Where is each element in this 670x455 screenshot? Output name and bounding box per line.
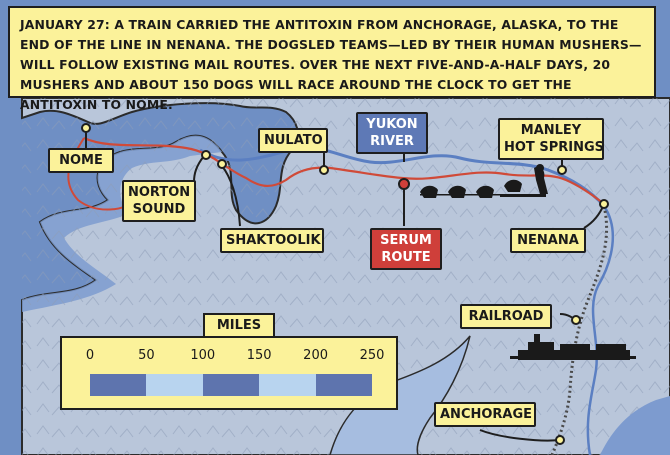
label-serum-route: SERUM ROUTE [370,228,442,270]
tanana-river [586,205,615,455]
label-anchorage: ANCHORAGE [434,402,536,427]
gulf-water [600,396,670,455]
scale-segment [259,374,316,396]
scale-segment [202,374,260,396]
caption-date: January 27: [20,17,110,32]
manley-dot [557,165,567,175]
anchorage-dot [555,435,565,445]
label-nulato: NULATO [258,128,328,153]
scale-bar: 0 50 100 150 200 250 [60,336,398,410]
scale-segment [146,374,203,396]
nome-dot [81,123,91,133]
shaktoolik-dot [217,159,227,169]
label-yukon-river: YUKON RIVER [356,112,428,154]
scale-tick-250: 250 [359,348,385,363]
caption-text: A train carried the antitoxin from Ancho… [20,17,642,112]
scale-tick-100: 100 [190,348,216,363]
nulato-dot [319,165,329,175]
label-railroad: RAILROAD [460,304,552,329]
scale-segment [90,374,147,396]
railroad-line [550,205,609,455]
scale-tick-200: 200 [303,348,328,363]
railroad-dot [571,315,581,325]
label-nenana: NENANA [510,228,586,253]
scale-tick-150: 150 [246,348,272,363]
dogsled-team-icon [420,164,548,198]
train-icon [510,334,636,360]
label-manley-hot-springs: MANLEY HOT SPRINGS [498,118,604,160]
scale-segment [315,374,372,396]
label-norton-sound: NORTON SOUND [122,180,196,222]
scale-tick-50: 50 [138,348,155,363]
label-shaktoolik: SHAKTOOLIK [220,228,324,253]
norton-sound-dot [201,150,211,160]
scale-title: MILES [203,313,275,338]
label-nome: NOME [48,148,114,173]
caption-box: January 27: A train carried the antitoxi… [8,6,656,112]
serum-route-pin [398,178,410,190]
nenana-dot [599,199,609,209]
scale-tick-0: 0 [85,348,95,363]
